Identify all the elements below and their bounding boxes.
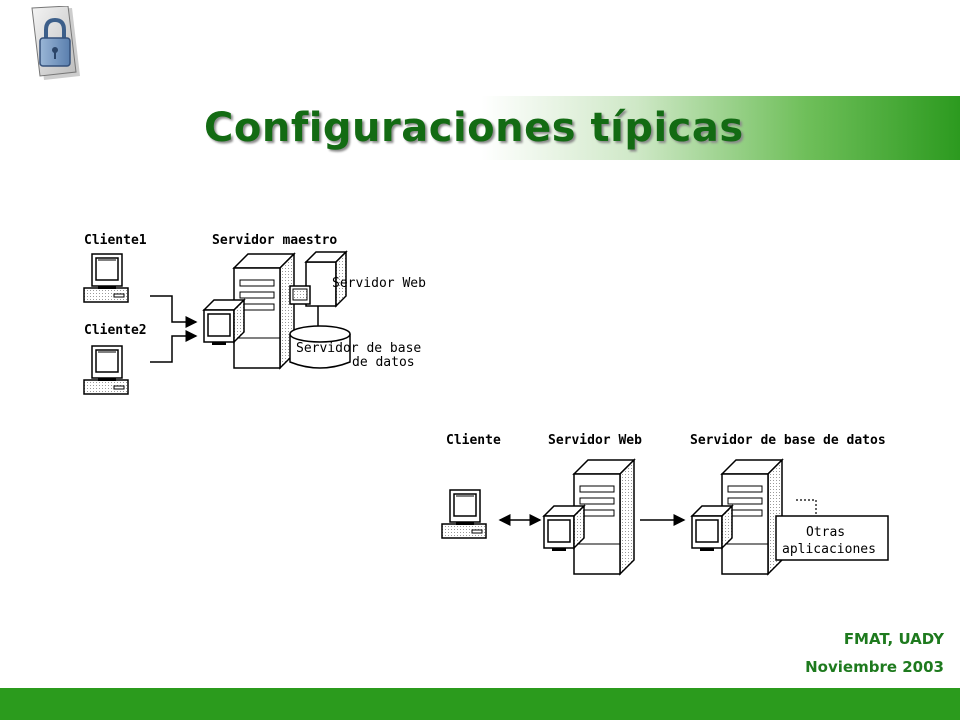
web-server2-label: Servidor Web xyxy=(548,433,642,448)
master-server-label: Servidor maestro xyxy=(212,233,337,248)
slide-title: Configuraciones típicas xyxy=(204,105,744,151)
web-server-label: Servidor Web xyxy=(332,276,426,291)
db-label-line2: de datos xyxy=(352,355,415,370)
client1-label: Cliente1 xyxy=(84,233,147,248)
db-server-label: Servidor de base de datos xyxy=(690,433,886,448)
web-server-icon xyxy=(289,250,348,308)
db-server-icon xyxy=(691,459,783,575)
bottom-bar xyxy=(0,688,960,720)
client1-computer-icon xyxy=(83,253,129,303)
db-label-line1: Servidor de base xyxy=(296,341,421,356)
client-label: Cliente xyxy=(446,433,501,448)
client-computer-icon xyxy=(441,489,487,539)
client2-label: Cliente2 xyxy=(84,323,147,338)
other-apps-box xyxy=(775,515,889,561)
footer-institution: FMAT, UADY xyxy=(843,630,944,648)
footer-date: Noviembre 2003 xyxy=(805,658,944,676)
master-server-icon xyxy=(203,253,295,369)
client2-computer-icon xyxy=(83,345,129,395)
web-server2-icon xyxy=(543,459,635,575)
other-apps-line1: Otras xyxy=(806,525,845,540)
lock-document-icon xyxy=(31,6,80,80)
title-band xyxy=(188,96,960,160)
database-icon xyxy=(289,325,351,369)
other-apps-line2: aplicaciones xyxy=(782,542,876,557)
